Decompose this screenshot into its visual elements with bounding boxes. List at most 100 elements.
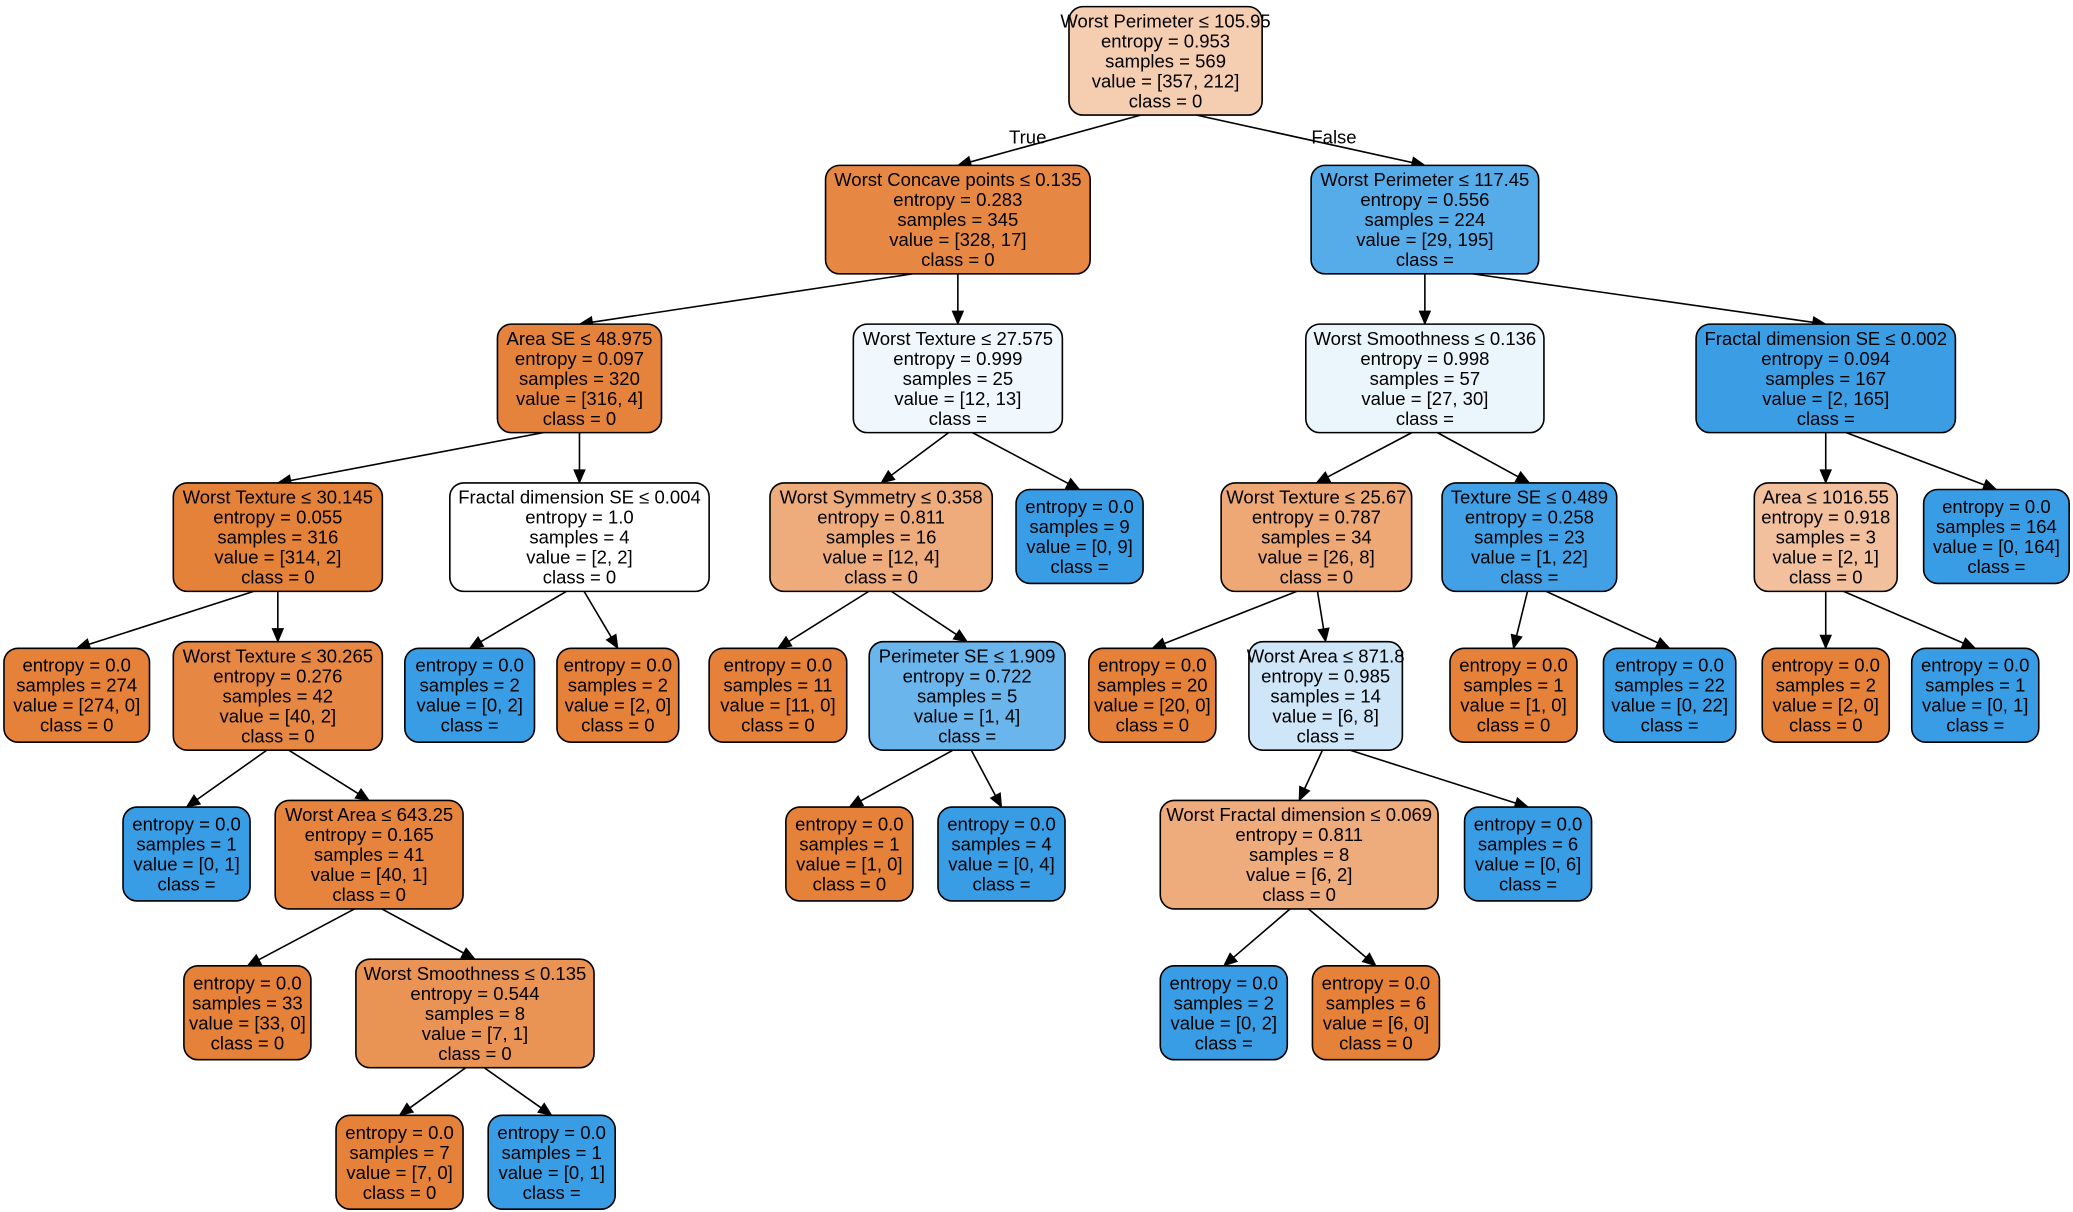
node-stat-line: class = 0 [1477,715,1551,736]
node-stat-line: class = 0 [1129,90,1203,111]
node-stat-line: samples = 4 [951,833,1051,854]
node-box [1910,647,2040,744]
node-stat-line: value = [7, 0] [346,1162,452,1183]
arrow-head-icon [989,792,1003,809]
node-box [274,799,464,910]
node-stat-line: class = 0 [1116,715,1190,736]
arrow-head-icon [1960,637,1977,649]
node-stat-line: class = [441,715,499,736]
arrow-head-icon [1222,952,1239,967]
node-stat-line: samples = 274 [16,675,137,696]
edge-line [1845,431,1985,486]
arrow-head-icon [246,953,263,967]
tree-edge [75,590,254,651]
node-stat-line: class = [938,725,996,746]
node-stat-line: samples = 345 [897,209,1018,230]
tree-edge [970,749,1003,809]
tree-edge [1545,590,1671,649]
node-split-rule: Worst Perimeter ≤ 105.95 [1060,10,1270,31]
node-stat-line: entropy = 0.0 [1170,972,1279,993]
node-stat-line: class = [972,873,1030,894]
node-stat-line: samples = 22 [1614,675,1725,696]
node-stat-line: entropy = 0.0 [724,655,833,676]
edge-line [1472,273,1813,324]
edge-line [288,749,359,795]
node-stat-line: entropy = 0.283 [893,189,1022,210]
node-stat-line: entropy = 0.0 [1098,655,1207,676]
node-box [122,806,251,902]
edge-line [788,590,870,643]
node-stat-line: samples = 320 [519,368,640,389]
node-stat-line: samples = 6 [1478,833,1578,854]
node-split-rule: Fractal dimension SE ≤ 0.002 [1704,328,1947,349]
node-stat-line: class = 0 [363,1182,437,1203]
edge-line [1307,908,1367,959]
tree-edge: False [1196,114,1427,169]
node-stat-line: class = 0 [921,249,995,270]
arrow-head-icon [398,1102,415,1117]
node-stat-line: entropy = 0.0 [1025,496,1134,517]
node-stat-line: class = [1499,873,1557,894]
node-stat-line: entropy = 0.0 [795,813,904,834]
arrow-head-icon [1654,636,1671,649]
node-stat-line: class = 0 [741,715,815,736]
arrow-head-icon [271,628,285,643]
node-stat-line: value = [0, 164] [1933,536,2060,557]
node-stat-line: entropy = 0.0 [22,655,131,676]
node-box [172,640,384,751]
tree-edge [246,908,355,967]
node-stat-line: entropy = 0.097 [515,348,644,369]
tree-edge [1307,908,1377,967]
tree-edge [972,431,1081,491]
tree-edge [1418,273,1432,326]
tree-edge [848,749,954,808]
node-stat-line: entropy = 0.999 [893,348,1022,369]
arrow-head-icon [1514,470,1531,484]
node-stat-line: samples = 224 [1364,209,1485,230]
node-stat-line: value = [0, 2] [416,695,522,716]
node-stat-line: value = [0, 2] [1171,1012,1277,1033]
tree-edge [1151,590,1297,650]
arrow-head-icon [468,636,485,649]
node-box [449,482,710,593]
node-stat-line: entropy = 0.0 [1615,655,1724,676]
node-box [1602,647,1737,744]
node-stat-line: entropy = 0.0 [947,813,1056,834]
tree-edge [1315,431,1413,484]
node-stat-line: samples = 316 [217,527,338,548]
node-box [1015,488,1144,585]
arrow-head-icon [1981,478,1998,491]
edge-line [483,1067,542,1109]
node-stat-line: class = 0 [241,725,315,746]
node-stat-line: samples = 2 [568,675,668,696]
edge-line [1316,591,1325,629]
node-box [496,323,663,434]
node-box [1463,806,1593,902]
node-stat-line: samples = 23 [1474,527,1585,548]
arrow-head-icon [1819,634,1832,650]
node-stat-line: samples = 41 [314,844,425,865]
arrow-head-icon [1315,471,1332,484]
tree-edge [1843,590,1977,649]
node-box [1761,647,1891,744]
node-stat-line: entropy = 0.0 [497,1122,606,1143]
node-stat-line: entropy = 0.055 [213,507,342,528]
arrow-head-icon [573,469,586,485]
node-stat-line: value = [1, 4] [914,705,1020,726]
node-stat-line: class = 0 [241,567,315,588]
node-stat-line: samples = 11 [723,675,832,696]
node-stat-line: value = [314, 2] [214,547,341,568]
